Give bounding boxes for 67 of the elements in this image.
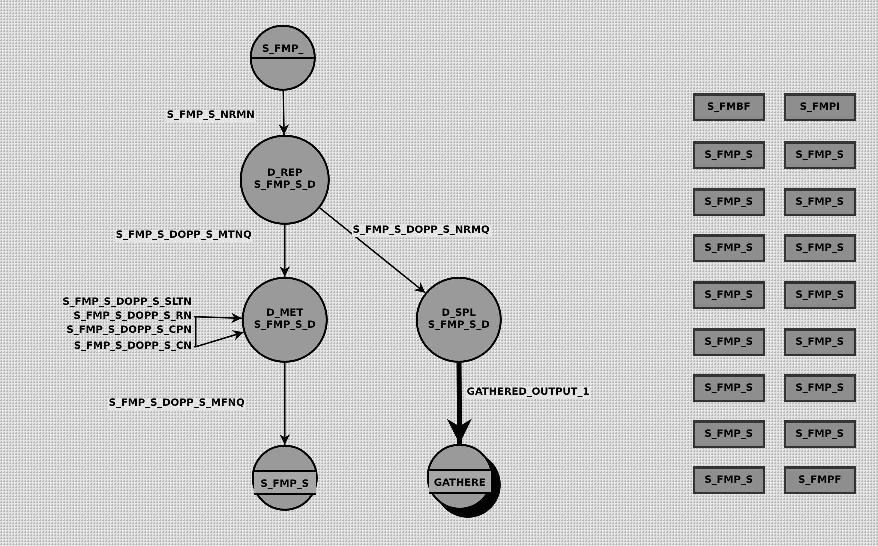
output-box (784, 141, 856, 169)
process-circle (416, 277, 502, 363)
node-label: S_FMP_S (260, 478, 310, 492)
arrow (447, 362, 472, 444)
arrow (278, 90, 290, 136)
box-label: S_FMP_S (704, 474, 754, 486)
edge-label: S_FMP_S_DOPP_S_MFNQ (108, 398, 246, 410)
box-label: S_FMP_S (704, 242, 754, 254)
output-box (693, 420, 765, 448)
box-label: S_FMP_S (704, 150, 754, 162)
arrow (320, 208, 426, 294)
output-box (784, 234, 856, 262)
box-label: S_FMP_S (796, 382, 844, 394)
box-label: S_FMP_S (796, 336, 844, 348)
output-box (693, 466, 765, 494)
box-label: S_FMP_S (796, 428, 844, 440)
output-box (784, 93, 856, 121)
output-box (693, 328, 765, 356)
arrow (280, 363, 290, 445)
node-label: S_FMP_ (262, 44, 304, 56)
node-label: S_FMP_S_D (254, 320, 316, 332)
box-label: S_FMP_S (796, 196, 844, 208)
process-circle (242, 277, 328, 363)
arrow (194, 312, 242, 324)
output-box (784, 188, 856, 216)
output-box (693, 93, 765, 121)
edge-label: GATHERED_OUTPUT_1 (466, 387, 591, 399)
edge-label: S_FMP_S_NRMN (166, 110, 256, 122)
input-label: S_FMP_S_DOPP_S_SLTN (10, 297, 192, 309)
box-label: S_FMP_S (704, 428, 754, 440)
edge-label: S_FMP_S_DOPP_S_MTNQ (115, 230, 253, 242)
box-label: S_FMP_S (704, 290, 754, 302)
box-label: S_FMP_S (704, 382, 754, 394)
output-box (693, 281, 765, 309)
box-label: S_FMP_S (796, 150, 844, 162)
arrow (194, 330, 244, 348)
process-circle (427, 444, 493, 510)
process-circle (252, 445, 318, 511)
output-box (693, 188, 765, 216)
output-box (693, 374, 765, 402)
node-label: D_REP (267, 168, 303, 180)
process-circle (250, 25, 316, 91)
process-circle (240, 135, 330, 225)
input-label: S_FMP_S_DOPP_S_CPN (10, 325, 192, 337)
node-label: S_FMP_S_D (428, 320, 490, 332)
node-label: GATHERE (434, 477, 486, 491)
box-label: S_FMP_S (796, 242, 844, 254)
output-box (693, 234, 765, 262)
edge-label: S_FMP_S_DOPP_S_NRMQ (352, 225, 491, 237)
output-box (693, 141, 765, 169)
box-label: S_FMPF (798, 474, 842, 486)
input-label: S_FMP_S_DOPP_S_CN (10, 341, 192, 353)
arrow (280, 225, 290, 277)
box-label: S_FMP_S (704, 336, 754, 348)
output-box (784, 374, 856, 402)
node-label: D_MET (266, 308, 304, 320)
output-box (784, 328, 856, 356)
output-box (784, 466, 856, 494)
box-label: S_FMBF (707, 102, 751, 114)
input-label: S_FMP_S_DOPP_S_RN (10, 311, 192, 323)
node-label: S_FMP_S_D (254, 180, 316, 192)
box-label: S_FMP_S (796, 290, 844, 302)
node-label: D_SPL (442, 308, 476, 320)
output-box (784, 281, 856, 309)
box-label: S_FMP_S (704, 196, 754, 208)
box-label: S_FMPI (800, 102, 840, 114)
output-box (784, 420, 856, 448)
